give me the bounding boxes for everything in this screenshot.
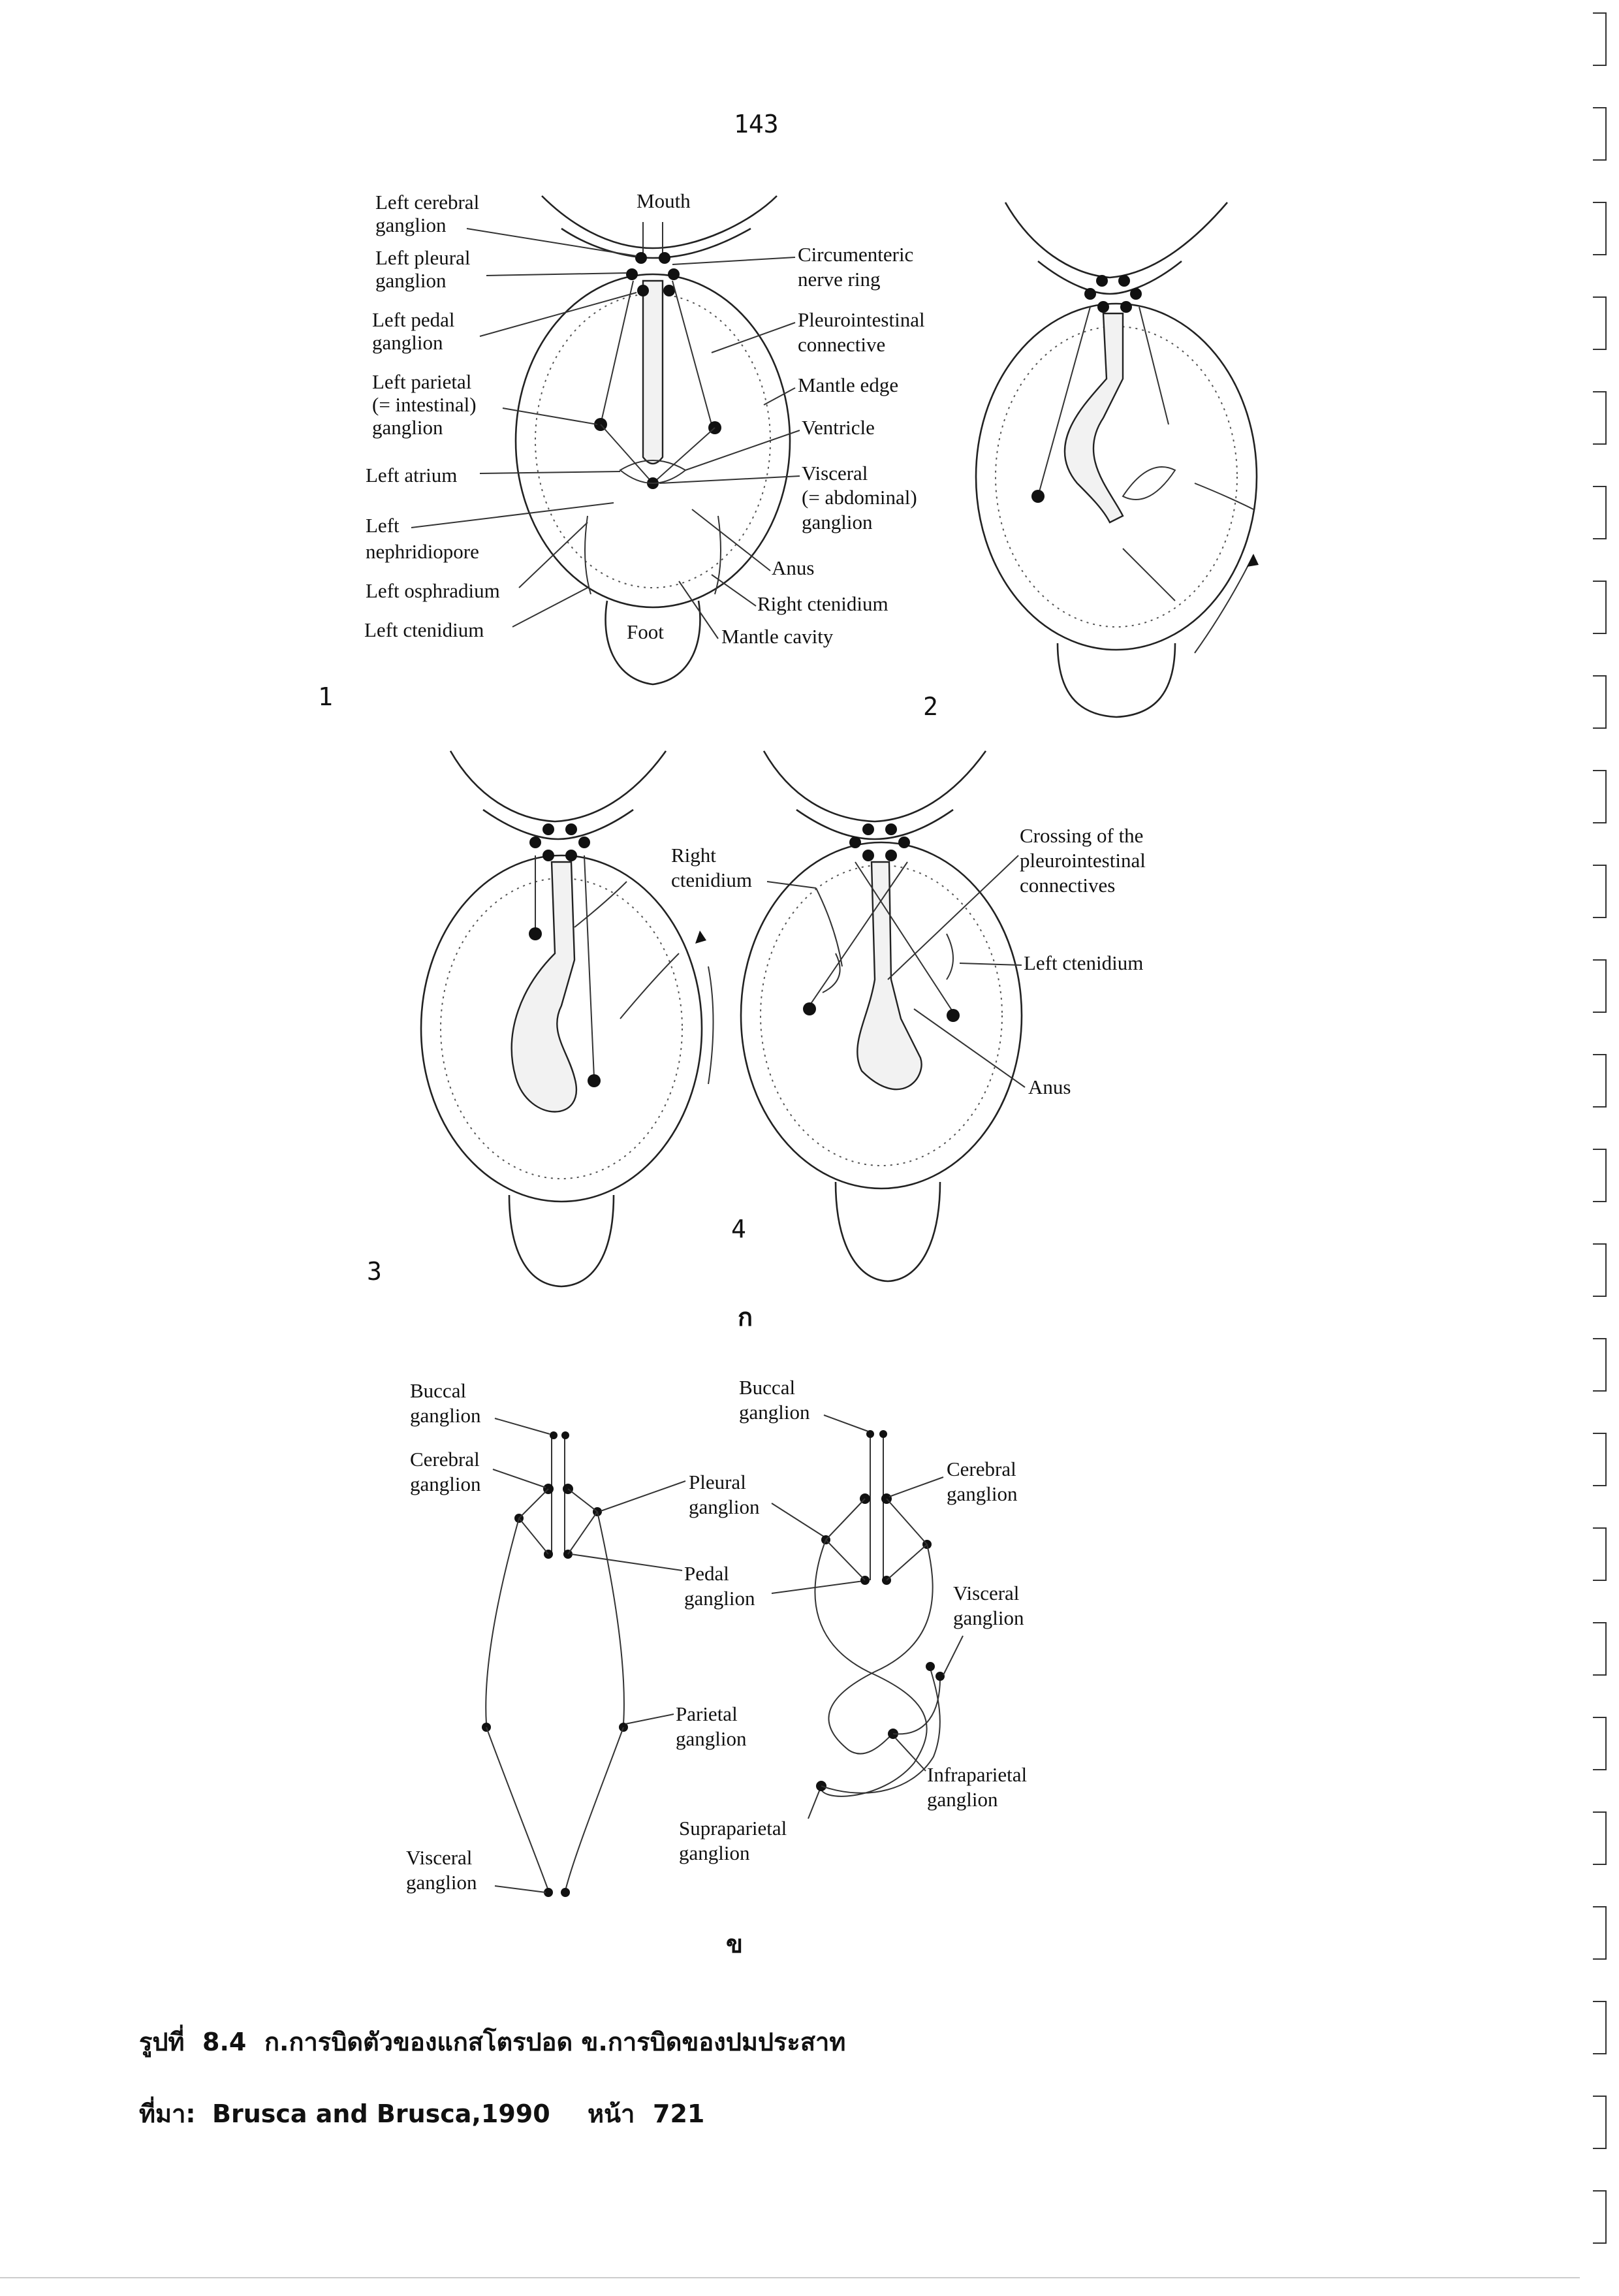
- svg-text:Pleural: Pleural: [689, 1471, 746, 1493]
- svg-text:nerve ring: nerve ring: [798, 268, 881, 291]
- svg-text:ganglion: ganglion: [689, 1495, 760, 1518]
- svg-text:ganglion: ganglion: [372, 331, 443, 354]
- svg-text:nephridiopore: nephridiopore: [366, 540, 479, 563]
- svg-text:ganglion: ganglion: [953, 1606, 1024, 1629]
- svg-text:ganglion: ganglion: [684, 1587, 755, 1610]
- figure-b-letter: ข: [726, 1930, 743, 1958]
- svg-text:Anus: Anus: [772, 556, 814, 579]
- svg-text:Pleurointestinal: Pleurointestinal: [798, 308, 925, 331]
- svg-text:Mouth: Mouth: [637, 189, 691, 212]
- svg-text:Buccal: Buccal: [410, 1379, 466, 1402]
- svg-text:Mantle edge: Mantle edge: [798, 374, 898, 396]
- panel-1-labels: Left cerebral ganglion Left pleural gang…: [364, 189, 925, 648]
- svg-text:ganglion: ganglion: [927, 1788, 998, 1811]
- svg-text:ganglion: ganglion: [410, 1404, 481, 1427]
- svg-text:ganglion: ganglion: [410, 1473, 481, 1495]
- svg-text:Foot: Foot: [627, 620, 664, 643]
- svg-text:ganglion: ganglion: [375, 269, 447, 292]
- svg-text:Left pedal: Left pedal: [372, 308, 455, 331]
- figure-b-middle-leaders: [571, 1480, 869, 1819]
- svg-text:ganglion: ganglion: [802, 511, 873, 534]
- svg-text:Right ctenidium: Right ctenidium: [757, 592, 888, 615]
- panel-3-labels: Right ctenidium: [671, 844, 752, 891]
- figure-caption: รูปที่ 8.4 ก.การบิดตัวของแกสโตรปอด ข.การ…: [139, 2024, 845, 2128]
- svg-text:ganglion: ganglion: [375, 214, 447, 236]
- panel-number-1: 1: [318, 682, 333, 711]
- figure-b-right-diagram: [814, 1430, 945, 1797]
- panel-4-drawing: [740, 750, 1023, 1283]
- svg-text:Crossing of the: Crossing of the: [1020, 824, 1143, 847]
- svg-text:Visceral: Visceral: [406, 1846, 472, 1869]
- panel-3-drawing: [420, 750, 714, 1288]
- svg-text:Right: Right: [671, 844, 716, 867]
- svg-text:Pedal: Pedal: [684, 1562, 729, 1585]
- svg-text:Ventricle: Ventricle: [802, 416, 875, 439]
- svg-text:Buccal: Buccal: [739, 1376, 795, 1399]
- panel-3-leader: [766, 881, 817, 889]
- caption-line1-number: 8.4: [202, 2028, 246, 2056]
- svg-text:ganglion: ganglion: [947, 1482, 1018, 1505]
- svg-text:Left: Left: [366, 514, 400, 537]
- caption-line2-page: 721: [653, 2099, 704, 2128]
- svg-text:ganglion: ganglion: [406, 1871, 477, 1894]
- figure-a-letter: ก: [738, 1303, 753, 1331]
- svg-text:Left parietal: Left parietal: [372, 370, 471, 393]
- svg-text:ganglion: ganglion: [372, 416, 443, 439]
- svg-text:Infraparietal: Infraparietal: [927, 1763, 1027, 1786]
- caption-line2-page-word: หน้า: [588, 2099, 635, 2128]
- svg-text:Cerebral: Cerebral: [410, 1448, 480, 1471]
- svg-text:(= abdominal): (= abdominal): [802, 486, 917, 509]
- svg-text:Left atrium: Left atrium: [366, 464, 457, 486]
- figure-b-left-leaders: [492, 1418, 550, 1893]
- svg-text:pleurointestinal: pleurointestinal: [1020, 849, 1146, 872]
- figure-b-middle-labels: Pleural ganglion Pedal ganglion Parietal…: [676, 1471, 787, 1864]
- panel-4-leaders: [887, 855, 1026, 1088]
- panel-1-drawing: [514, 195, 791, 686]
- svg-text:ganglion: ganglion: [739, 1401, 810, 1424]
- panel-number-3: 3: [367, 1257, 382, 1286]
- svg-text:Visceral: Visceral: [953, 1582, 1019, 1604]
- svg-text:ctenidium: ctenidium: [671, 869, 752, 891]
- figure-b-right-labels: Buccal ganglion Cerebral ganglion Viscer…: [739, 1376, 1027, 1811]
- figure-b-left-diagram: [482, 1431, 628, 1897]
- panel-1-leaders: [411, 228, 800, 639]
- figure-b-left-labels: Buccal ganglion Cerebral ganglion Viscer…: [406, 1379, 481, 1894]
- svg-text:Left ctenidium: Left ctenidium: [364, 618, 484, 641]
- svg-text:Anus: Anus: [1028, 1076, 1071, 1098]
- binder-holes: [1593, 12, 1607, 2244]
- page-number: 143: [734, 110, 779, 138]
- svg-text:Cerebral: Cerebral: [947, 1458, 1016, 1480]
- svg-text:connectives: connectives: [1020, 874, 1115, 897]
- panel-number-2: 2: [923, 692, 938, 721]
- svg-text:Mantle cavity: Mantle cavity: [721, 625, 834, 648]
- panel-4-labels: Crossing of the pleurointestinal connect…: [1020, 824, 1146, 1098]
- svg-text:(= intestinal): (= intestinal): [372, 393, 477, 416]
- svg-text:Left osphradium: Left osphradium: [366, 579, 500, 602]
- svg-text:Left pleural: Left pleural: [375, 246, 470, 269]
- caption-line2-source: Brusca and Brusca,1990: [212, 2099, 550, 2128]
- caption-line2-prefix: ที่มา:: [139, 2096, 196, 2128]
- svg-text:Circumenteric: Circumenteric: [798, 243, 913, 266]
- figure-b-right-leaders: [823, 1414, 964, 1772]
- caption-line1-text: ก.การบิดตัวของแกสโตรปอด ข.การบิดของปมประ…: [264, 2027, 845, 2056]
- svg-text:Parietal: Parietal: [676, 1702, 738, 1725]
- panel-number-4: 4: [731, 1215, 746, 1243]
- svg-text:Visceral: Visceral: [802, 462, 868, 485]
- svg-text:Left cerebral: Left cerebral: [375, 191, 479, 214]
- svg-text:Supraparietal: Supraparietal: [679, 1817, 787, 1840]
- panel-2-drawing: [975, 202, 1259, 718]
- caption-line1-prefix: รูปที่: [139, 2024, 185, 2058]
- svg-text:ganglion: ganglion: [676, 1727, 747, 1750]
- svg-text:Left ctenidium: Left ctenidium: [1024, 951, 1143, 974]
- svg-text:connective: connective: [798, 333, 885, 356]
- svg-text:ganglion: ganglion: [679, 1842, 750, 1864]
